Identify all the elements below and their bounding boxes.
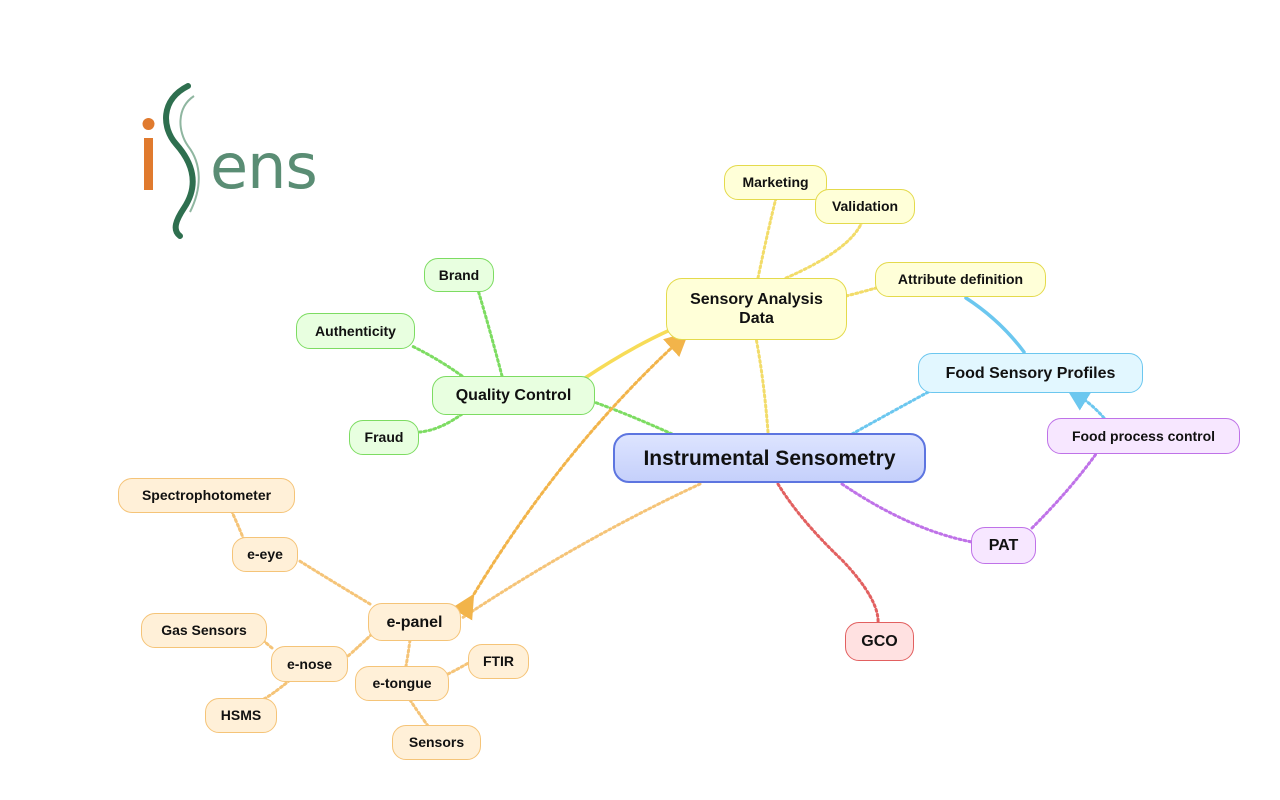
link-attribute-foodprofiles	[964, 296, 1026, 354]
svg-text:ens: ens	[210, 130, 317, 203]
node-gco[interactable]: GCO	[845, 622, 914, 661]
node-e-eye[interactable]: e-eye	[232, 537, 298, 572]
node-food-process-control[interactable]: Food process control	[1047, 418, 1240, 454]
node-pat[interactable]: PAT	[971, 527, 1036, 564]
node-sensory-analysis-data[interactable]: Sensory Analysis Data	[666, 278, 847, 340]
link-etongue-sensors	[408, 698, 430, 728]
node-e-panel[interactable]: e-panel	[368, 603, 461, 641]
link-root-sensory	[754, 336, 770, 434]
link-quality-sensory	[583, 328, 672, 380]
node-quality-control[interactable]: Quality Control	[432, 376, 595, 415]
link-epanel-eeye	[296, 558, 372, 606]
link-eeye-spectro	[230, 510, 246, 542]
node-gas-sensors[interactable]: Gas Sensors	[141, 613, 267, 648]
node-validation[interactable]: Validation	[815, 189, 915, 224]
link-quality-fraud	[418, 412, 464, 434]
node-fraud[interactable]: Fraud	[349, 420, 419, 455]
node-sensory-analysis-data-label: Sensory Analysis Data	[690, 291, 823, 327]
link-root-epanel	[460, 482, 702, 620]
link-epanel-etongue	[404, 638, 412, 668]
link-root-gco	[776, 482, 880, 626]
link-processcontrol-foodprofiles	[1065, 387, 1106, 420]
link-sensory-validation	[784, 220, 864, 280]
node-authenticity[interactable]: Authenticity	[296, 313, 415, 349]
link-quality-brand	[476, 288, 504, 378]
link-etongue-ftir	[446, 660, 472, 676]
node-ftir[interactable]: FTIR	[468, 644, 529, 679]
node-sensors[interactable]: Sensors	[392, 725, 481, 760]
node-brand[interactable]: Brand	[424, 258, 494, 292]
node-marketing[interactable]: Marketing	[724, 165, 827, 200]
node-hsms[interactable]: HSMS	[205, 698, 277, 733]
link-root-foodprofiles	[850, 388, 934, 436]
node-food-sensory-profiles[interactable]: Food Sensory Profiles	[918, 353, 1143, 393]
node-e-tongue[interactable]: e-tongue	[355, 666, 449, 701]
link-enose-hsms	[260, 678, 292, 702]
link-root-quality	[592, 400, 674, 436]
link-epanel-enose	[346, 632, 374, 658]
node-attribute-definition[interactable]: Attribute definition	[875, 262, 1046, 297]
link-pat-processcontrol	[1030, 452, 1098, 530]
link-sensory-attribute	[844, 286, 878, 298]
node-instrumental-sensometry[interactable]: Instrumental Sensometry	[613, 433, 926, 483]
node-e-nose[interactable]: e-nose	[271, 646, 348, 682]
link-root-pat	[840, 482, 974, 544]
isens-logo: ens	[142, 83, 318, 239]
link-epanel-sensory-arrow	[451, 331, 689, 621]
link-quality-authenticity	[410, 344, 464, 378]
link-sensory-marketing	[756, 196, 778, 280]
node-spectrophotometer[interactable]: Spectrophotometer	[118, 478, 295, 513]
